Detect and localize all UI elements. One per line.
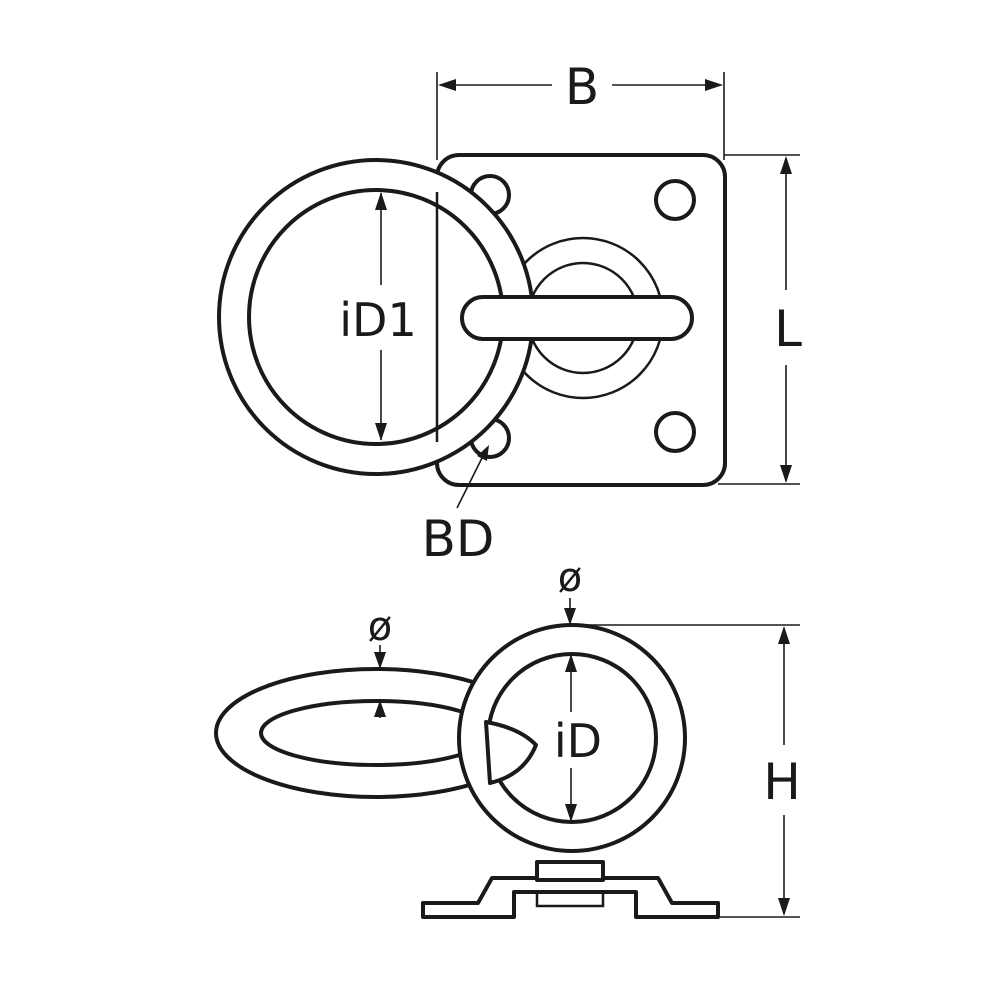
side-base-insert [535,890,605,908]
dimension-b-label: B [565,58,599,116]
dimension-wire-eye-label: ø [558,555,582,601]
side-base-boss [535,860,605,882]
eye-side [457,623,687,853]
top-view: B L iD1 BD [217,58,802,568]
dimension-wire-ring: ø [368,604,392,718]
side-view: ø ø iD H [214,555,801,919]
dimension-b: B [436,58,725,160]
dimension-id1: iD1 [339,192,417,441]
dimension-h: H [572,624,801,918]
eye-bar [460,295,694,341]
dimension-bd-label: BD [422,510,495,568]
dimension-h-label: H [763,753,801,811]
ring-side [214,667,538,799]
dimension-id: iD [554,654,602,822]
dimension-l: L [718,154,802,485]
dimension-wire-ring-label: ø [368,604,392,650]
dimension-l-label: L [774,300,802,358]
dimension-bd: BD [422,445,495,568]
dimension-wire-eye: ø [558,555,582,625]
mounting-hole-top-right [654,179,696,221]
dimension-id1-label: iD1 [339,293,416,347]
dimension-id-label: iD [554,714,602,768]
mounting-hole-bottom-right [654,411,696,453]
side-base-flange [421,876,720,919]
